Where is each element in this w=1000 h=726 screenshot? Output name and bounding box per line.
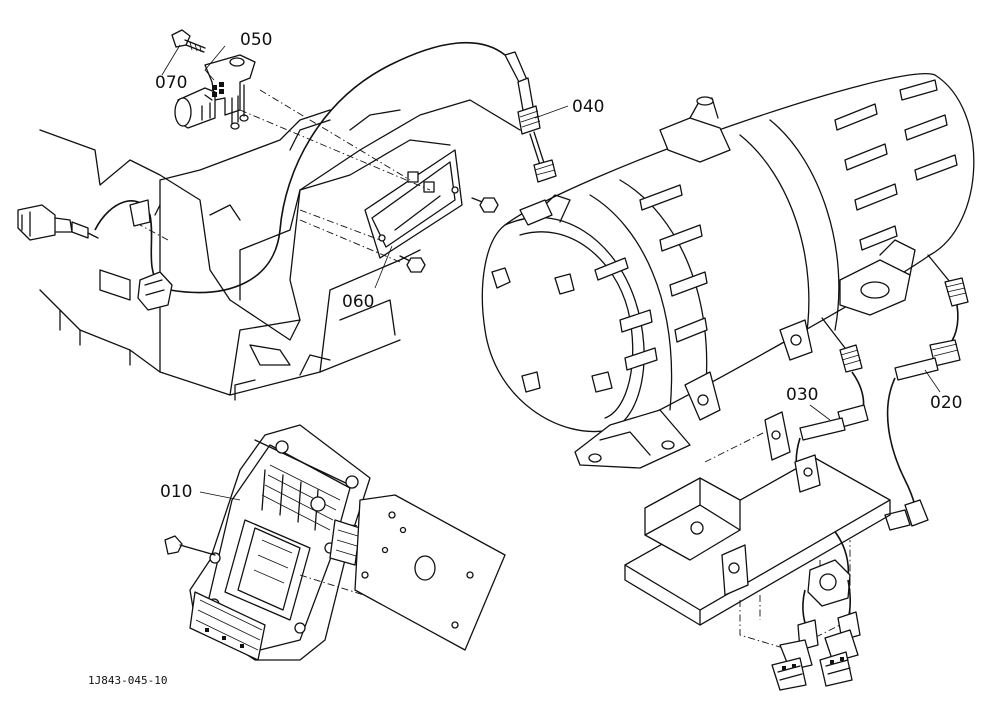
leader-lines — [161, 44, 941, 501]
drawing-code: 1J843-045-10 — [88, 674, 167, 687]
callout-010: 010 — [160, 482, 192, 502]
exhaust-filter-body — [481, 73, 975, 469]
connector-plug-icon — [771, 589, 819, 691]
bolt-icon — [471, 197, 499, 213]
connector-plug-icon — [819, 579, 861, 687]
control-unit-010 — [189, 424, 371, 661]
callout-060: 060 — [342, 292, 374, 312]
callout-070: 070 — [155, 73, 187, 93]
bolt-icon — [164, 535, 216, 556]
callout-040: 040 — [572, 97, 604, 117]
callout-030: 030 — [786, 385, 818, 405]
sensor-harness-left — [17, 41, 506, 311]
pressure-sensor-050 — [174, 54, 256, 130]
bolt-icon — [399, 255, 426, 273]
callout-050: 050 — [240, 30, 272, 50]
callout-020: 020 — [930, 393, 962, 413]
ecu-mounting-plate — [354, 494, 506, 651]
mounting-plate — [364, 149, 463, 259]
frame-bracket-assembly — [39, 99, 521, 401]
temperature-sensor-020 — [884, 254, 969, 531]
bolt-070 — [171, 29, 206, 53]
temperature-sensor-030 — [795, 317, 869, 581]
temperature-sensor-040 — [504, 51, 557, 183]
sensor-mount-bracket — [624, 411, 891, 651]
